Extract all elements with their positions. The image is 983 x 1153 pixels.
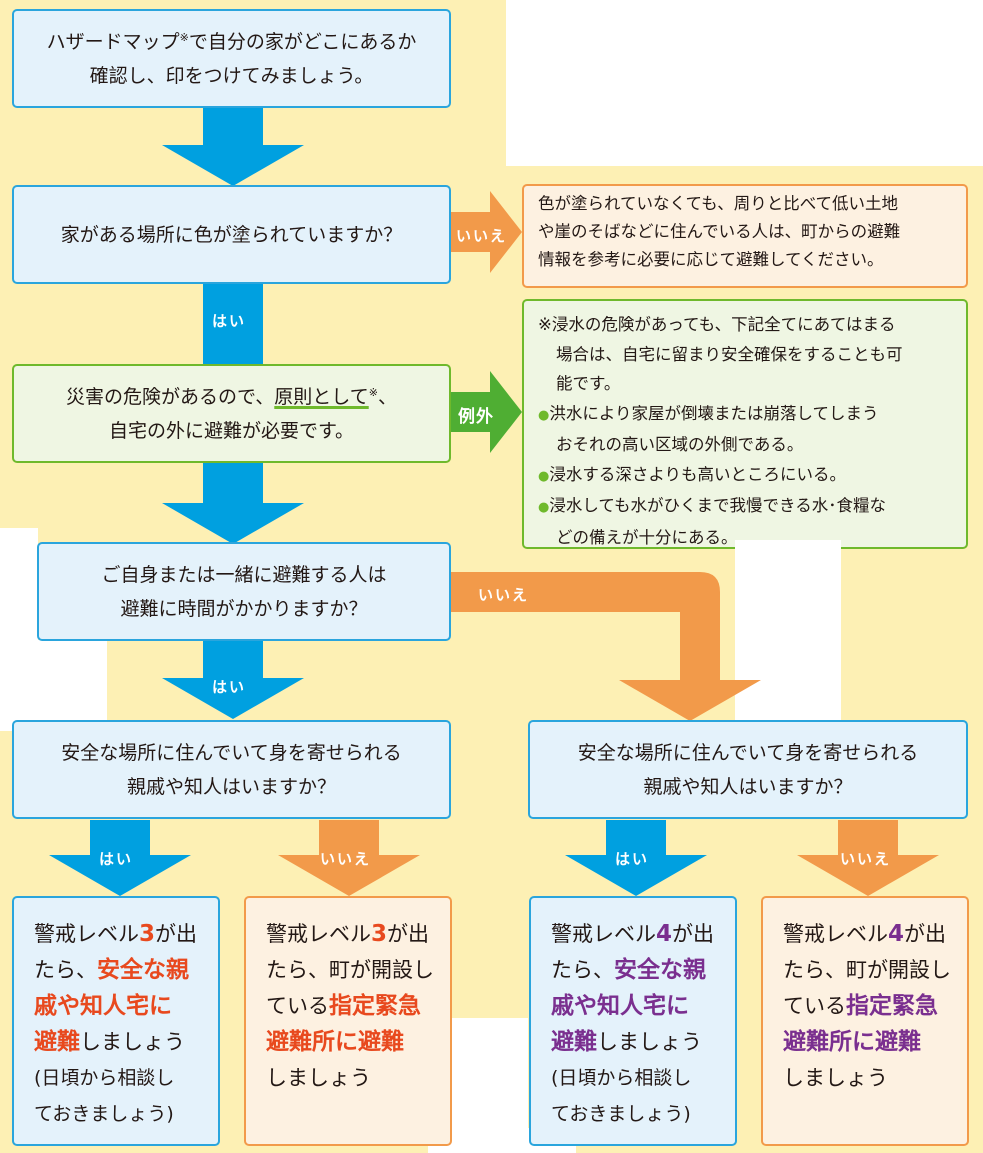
outcome-level3-relatives: 警戒レベル3が出 たら、安全な親 戚や知人宅に 避難しましょう (日頃から相談し… <box>12 896 220 1146</box>
step-colored-area-question: 家がある場所に色が塗られていますか？ <box>12 185 451 284</box>
step-evacuation-needed: 災害の危険があるので、原則として※、 自宅の外に避難が必要です。 <box>12 364 451 463</box>
outcome-level3-shelter: 警戒レベル3が出 たら、町が開設し ている指定緊急 避難所に避難 しましょう <box>244 896 452 1146</box>
blank-area-left-2 <box>0 640 107 730</box>
arrow-exception <box>450 371 522 453</box>
label-yes-5r: はい <box>615 850 650 868</box>
blank-area-right <box>735 540 841 723</box>
arrow-yes-5l <box>49 820 191 896</box>
arrow-down-1 <box>162 108 304 186</box>
label-exception: 例外 <box>458 407 494 427</box>
arrow-no-2 <box>450 191 522 273</box>
label-yes-2: はい <box>212 312 247 330</box>
note-no-color <box>522 184 968 288</box>
step-evacuation-time-question: ご自身または一緒に避難する人は 避難に時間がかかりますか？ <box>37 542 451 641</box>
step-check-hazard-map: ハザードマップ※で自分の家がどこにあるか 確認し、印をつけてみましょう。 <box>12 9 451 108</box>
label-no-4: いいえ <box>478 586 530 604</box>
label-no-5l: いいえ <box>320 850 372 868</box>
arrow-no-4 <box>450 572 761 721</box>
arrow-no-5r <box>797 820 939 896</box>
arrow-yes-stem-1 <box>203 284 263 366</box>
label-no-5r: いいえ <box>840 850 892 868</box>
step-relatives-question-left: 安全な場所に住んでいて身を寄せられる 親戚や知人はいますか？ <box>12 720 451 819</box>
arrow-yes-5r <box>565 820 707 896</box>
blank-area-top-right <box>506 0 983 166</box>
note-exception-text: ※浸水の危険があっても、下記全てにあてはまる 場合は、自宅に留まり安全確保をする… <box>538 315 903 547</box>
arrow-no-5l <box>278 820 420 896</box>
outcome-level4-shelter: 警戒レベル4が出 たら、町が開設し ている指定緊急 避難所に避難 しましょう <box>761 896 969 1146</box>
arrow-yes-4 <box>162 640 304 719</box>
note-no-color-text: 色が塗られていなくても、周りと比べて低い土地 や崖のそばなどに住んでいる人は、町… <box>538 194 901 269</box>
label-yes-4: はい <box>212 678 247 696</box>
step-relatives-question-right: 安全な場所に住んでいて身を寄せられる 親戚や知人はいますか？ <box>528 720 968 819</box>
blank-area-right-2 <box>735 540 841 552</box>
outcome-level4-relatives: 警戒レベル4が出 たら、安全な親 戚や知人宅に 避難しましょう (日頃から相談し… <box>529 896 737 1146</box>
label-yes-5l: はい <box>99 850 134 868</box>
note-exception <box>522 299 968 549</box>
label-no-2: いいえ <box>456 227 508 245</box>
arrow-down-3 <box>162 463 304 544</box>
